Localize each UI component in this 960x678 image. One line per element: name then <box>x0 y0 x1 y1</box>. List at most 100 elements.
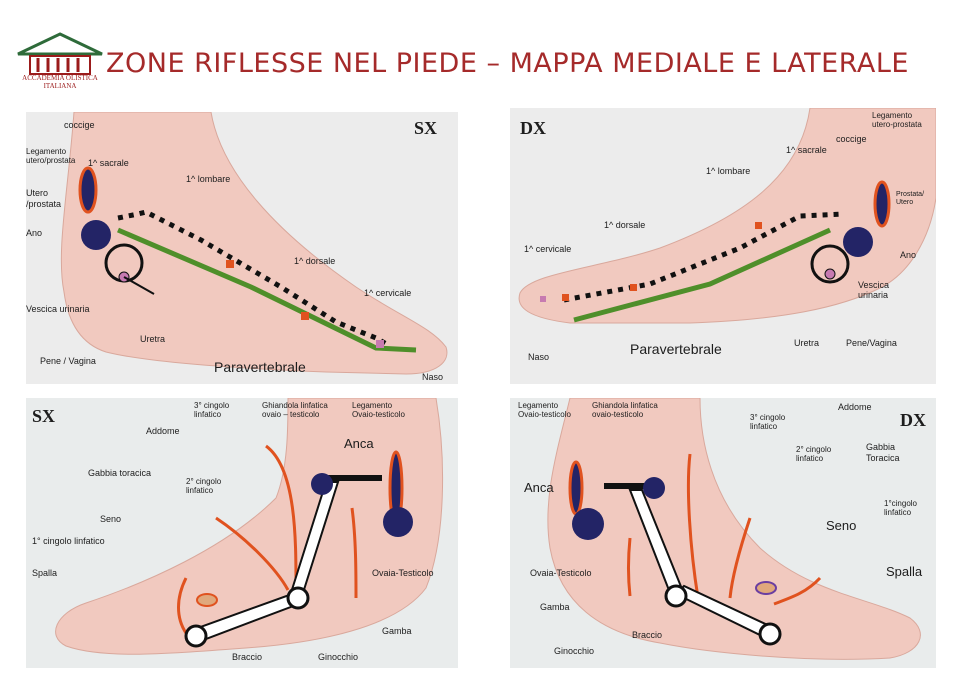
label-legamento-2: Ovaio-testicolo <box>518 410 571 419</box>
label-lombare: 1^ lombare <box>186 174 230 184</box>
label-legamento: Legamento <box>518 401 559 410</box>
spine-dashes <box>117 209 390 348</box>
label-spalla: Spalla <box>32 568 57 578</box>
ovaio-line <box>627 537 632 597</box>
cingolo-3 <box>686 453 700 599</box>
ovaia-zone <box>572 508 604 540</box>
label-gabbia: Gabbia <box>866 442 895 452</box>
panel-lateral-sx: SX 3° cingolo linfatico Ghiandola linfat… <box>26 398 458 668</box>
label-cingolo2-2: linfatico <box>796 454 824 463</box>
logo-text: ACCADEMIA OLISTICA ITALIANA <box>22 74 98 90</box>
label-pene: Pene / Vagina <box>40 356 96 366</box>
label-naso: Naso <box>422 372 443 382</box>
uretra-zone <box>824 268 836 280</box>
label-cingolo3: 3° cingolo <box>194 401 230 410</box>
label-vescica-2: urinaria <box>858 290 888 300</box>
label-cingolo3-2: linfatico <box>194 410 222 419</box>
side-label-sx: SX <box>32 406 55 426</box>
label-anca: Anca <box>524 480 554 495</box>
label-vescica: Vescica <box>858 280 889 290</box>
label-ghiandola-2: ovaio-testicolo <box>592 410 644 419</box>
ankle-joint <box>758 622 782 646</box>
label-sacrale: 1^ sacrale <box>88 158 129 168</box>
label-gabbia: Gabbia toracica <box>88 468 151 478</box>
header: ACCADEMIA OLISTICA ITALIANA ZONE RIFLESS… <box>0 0 960 100</box>
vescica-zone <box>810 244 850 284</box>
legamento-zone <box>568 460 584 516</box>
label-addome: Addome <box>146 426 180 436</box>
seno-zone <box>755 581 777 595</box>
label-braccio: Braccio <box>232 652 262 662</box>
label-paravertebrale: Paravertebrale <box>630 341 722 357</box>
utero-zone <box>78 166 98 214</box>
foot-silhouette <box>55 398 444 655</box>
panel-medial-dx: DX Legamento utero-prostata coccige 1^ s… <box>510 108 936 384</box>
paravertebrale-line <box>117 227 417 353</box>
academy-logo <box>17 32 103 75</box>
ginocchio-joint <box>286 586 310 610</box>
label-ovaia: Ovaia-Testicolo <box>372 568 434 578</box>
label-prostata-2: Utero <box>896 199 913 206</box>
label-cervicale: 1^ cervicale <box>364 288 411 298</box>
label-uretra: Uretra <box>140 334 165 344</box>
ghiandola-zone <box>643 477 665 499</box>
label-ano: Ano <box>26 228 42 238</box>
label-utero-2: /prostata <box>26 199 61 209</box>
label-anca: Anca <box>344 436 374 451</box>
foot-silhouette <box>547 398 921 660</box>
label-seno: Seno <box>100 514 121 524</box>
ginocchio-joint <box>664 584 688 608</box>
label-legamento: Legamento <box>26 147 67 156</box>
label-gamba: Gamba <box>382 626 412 636</box>
label-uretra: Uretra <box>794 338 819 348</box>
label-prostata: Prostata/ <box>896 191 924 198</box>
label-coccige: coccige <box>836 134 867 144</box>
label-lombare: 1^ lombare <box>706 166 750 176</box>
side-label-sx: SX <box>414 118 437 138</box>
label-ovaia: Ovaia-Testicolo <box>530 568 592 578</box>
label-addome: Addome <box>838 402 872 412</box>
label-ginocchio: Ginocchio <box>554 646 594 656</box>
label-coccige: coccige <box>64 120 95 130</box>
page-title: ZONE RIFLESSE NEL PIEDE – MAPPA MEDIALE … <box>106 48 909 79</box>
label-cervicale: 1^ cervicale <box>524 244 571 254</box>
label-ghiandola: Ghiandola linfatica <box>262 401 328 410</box>
label-legamento-2: utero/prostata <box>26 156 76 165</box>
panel-lateral-dx: DX Legamento Ovaio-testicolo Ghiandola l… <box>510 398 936 668</box>
label-naso: Naso <box>528 352 549 362</box>
paravertebrale-line <box>573 227 832 323</box>
label-legamento-2: utero-prostata <box>872 120 922 129</box>
label-cingolo2-2: linfatico <box>186 486 214 495</box>
foot-silhouette <box>60 112 448 375</box>
label-cingolo2: 2° cingolo <box>796 445 832 454</box>
ghiandola-zone <box>311 473 333 495</box>
cingolo-2 <box>728 517 752 599</box>
label-sacrale: 1^ sacrale <box>786 145 827 155</box>
cingolo-1 <box>177 577 188 634</box>
label-cingolo3: 3° cingolo <box>750 413 786 422</box>
label-gamba: Gamba <box>540 602 570 612</box>
label-legamento: Legamento <box>872 111 913 120</box>
side-label-dx: DX <box>520 118 546 138</box>
label-dorsale: 1^ dorsale <box>294 256 335 266</box>
ano-zone <box>81 220 111 250</box>
label-paravertebrale: Paravertebrale <box>214 359 306 375</box>
label-legamento: Legamento <box>352 401 393 410</box>
label-dorsale: 1^ dorsale <box>604 220 645 230</box>
label-ghiandola-2: ovaio – testicolo <box>262 410 320 419</box>
label-ano: Ano <box>900 250 916 260</box>
label-gabbia-2: Toracica <box>866 453 900 463</box>
ovaio-line <box>350 507 358 599</box>
label-ghiandola: Ghiandola linfatica <box>592 401 658 410</box>
cingolo-3 <box>265 444 298 589</box>
label-seno: Seno <box>826 518 856 533</box>
label-cingolo1: 1° cingolo linfatico <box>32 536 105 546</box>
ankle-joint <box>184 624 208 648</box>
label-ginocchio: Ginocchio <box>318 652 358 662</box>
ovaia-zone <box>383 507 413 537</box>
seno-zone <box>196 593 218 607</box>
label-utero: Utero <box>26 188 48 198</box>
label-pene: Pene/Vagina <box>846 338 897 348</box>
ano-zone <box>843 227 873 257</box>
panel-medial-sx: SX coccige Legamento utero/prostata 1^ s… <box>26 112 458 384</box>
